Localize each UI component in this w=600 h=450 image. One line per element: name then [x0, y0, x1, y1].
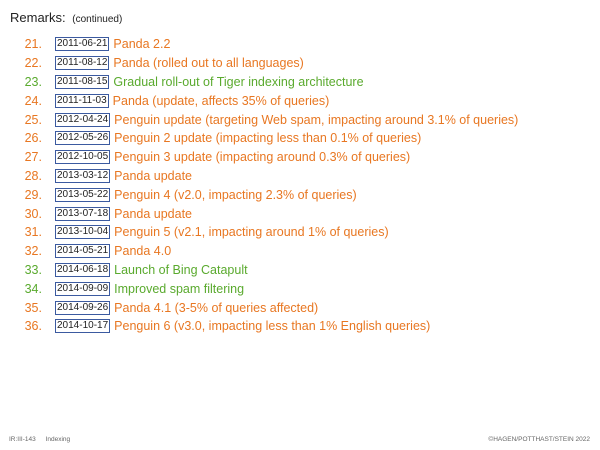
item-number: 36. [24, 319, 42, 334]
date-link[interactable]: 2011-08-15 [55, 74, 110, 89]
item-description: Penguin 5 (v2.1, impacting around 1% of … [114, 225, 389, 240]
item-description: Improved spam filtering [114, 281, 245, 296]
date-link[interactable]: 2012-04-24 [55, 112, 111, 127]
date-link[interactable]: 2011-06-21 [55, 37, 110, 52]
date-link[interactable]: 2014-10-17 [55, 319, 111, 334]
item-number: 31. [24, 225, 42, 240]
item-number: 28. [24, 168, 42, 183]
date-link[interactable]: 2014-09-26 [55, 300, 111, 315]
header-title: Remarks: [10, 10, 66, 25]
section-name: Indexing [45, 436, 71, 443]
date-link[interactable]: 2011-11-03 [55, 93, 109, 108]
item-description: Gradual roll-out of Tiger indexing archi… [113, 74, 364, 89]
item-description: Launch of Bing Catapult [114, 262, 248, 277]
item-number: 32. [24, 244, 42, 259]
item-description: Panda 4.0 [114, 244, 172, 259]
item-description: Penguin 2 update (impacting less than 0.… [114, 131, 422, 146]
date-link[interactable]: 2014-05-21 [55, 244, 111, 259]
date-link[interactable]: 2013-05-22 [55, 187, 111, 202]
item-description: Penguin 3 update (impacting around 0.3% … [114, 150, 411, 165]
item-description: Panda update [114, 168, 193, 183]
item-number: 22. [24, 56, 42, 71]
slide-header: Remarks: (continued) [10, 10, 122, 25]
item-number: 21. [24, 37, 42, 52]
date-link[interactable]: 2013-03-12 [55, 168, 111, 183]
item-number: 33. [24, 262, 42, 277]
header-subtitle: (continued) [72, 14, 123, 25]
slide-footer: IR:III-143 Indexing ©HAGEN/POTTHAST/STEI… [9, 436, 590, 443]
item-number: 25. [24, 112, 42, 127]
item-description: Panda update [114, 206, 193, 221]
item-description: Penguin 4 (v2.0, impacting 2.3% of queri… [114, 187, 357, 202]
item-description: Panda 4.1 (3-5% of queries affected) [114, 300, 319, 315]
item-number: 23. [24, 74, 42, 89]
item-description: Penguin update (targeting Web spam, impa… [114, 112, 519, 127]
date-link[interactable]: 2014-09-09 [55, 281, 111, 296]
copyright: ©HAGEN/POTTHAST/STEIN 2022 [488, 436, 590, 443]
item-description: Penguin 6 (v3.0, impacting less than 1% … [114, 319, 431, 334]
item-number: 29. [24, 187, 42, 202]
date-link[interactable]: 2013-07-18 [55, 206, 111, 221]
item-description: Panda (rolled out to all languages) [113, 56, 304, 71]
item-number: 26. [24, 131, 42, 146]
item-number: 27. [24, 150, 42, 165]
date-link[interactable]: 2011-08-12 [55, 56, 110, 71]
item-number: 35. [24, 300, 42, 315]
item-description: Panda 2.2 [113, 37, 171, 52]
item-description: Panda (update, affects 35% of queries) [112, 93, 330, 108]
item-number: 24. [24, 93, 42, 108]
date-link[interactable]: 2012-10-05 [55, 150, 111, 165]
date-link[interactable]: 2014-06-18 [55, 262, 111, 277]
item-number: 34. [24, 281, 42, 296]
item-number: 30. [24, 206, 42, 221]
date-link[interactable]: 2012-05-26 [55, 131, 111, 146]
date-link[interactable]: 2013-10-04 [55, 225, 111, 240]
slide-number: IR:III-143 [9, 436, 36, 443]
